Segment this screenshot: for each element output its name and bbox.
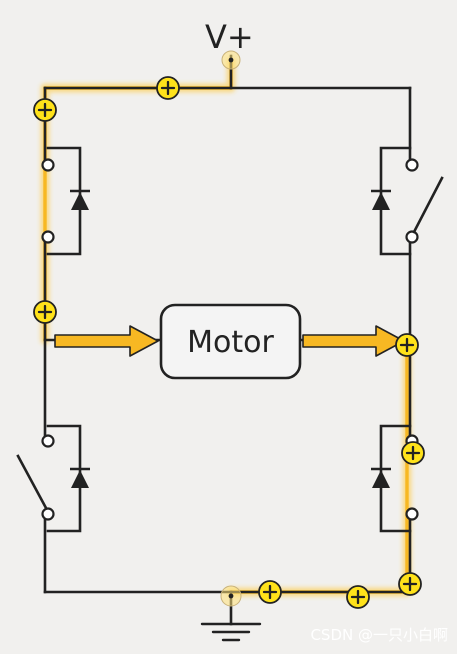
switch-terminal (405, 158, 419, 172)
diode-triangle (71, 470, 89, 488)
diode-top-left (70, 189, 90, 210)
supply-node-dot (228, 57, 234, 63)
motor-box (159, 303, 302, 380)
current-path-left-top-core (43, 60, 233, 342)
ground-node-dot (228, 593, 234, 599)
charge-marker-plus-icon (33, 300, 57, 324)
switch-terminal (41, 434, 55, 448)
switch-terminal (405, 230, 419, 244)
switch-terminal (41, 507, 55, 521)
motor: Motor (159, 303, 302, 380)
charge-markers (33, 76, 425, 609)
ground-symbol-icon (200, 622, 262, 642)
diode-triangle (71, 192, 89, 210)
supply-label: V+ (205, 18, 254, 56)
open-switch-blade (412, 176, 444, 234)
switch-terminal (41, 158, 55, 172)
diode-triangle (372, 192, 390, 210)
diode-triangle (372, 470, 390, 488)
current-arrow-right (302, 325, 405, 357)
switch-bottom-right-closed (371, 424, 419, 533)
motor-label: Motor (187, 325, 274, 360)
charge-marker-plus-icon (395, 333, 419, 357)
current-path-left-top (40, 57, 236, 345)
charge-marker-plus-icon (401, 441, 425, 465)
switch-top-right-open (371, 146, 444, 256)
charge-marker-plus-icon (258, 580, 282, 604)
charge-marker-plus-icon (33, 98, 57, 122)
diode-top-right (371, 189, 391, 210)
switch-top-left-closed (41, 146, 90, 256)
charge-marker-plus-icon (398, 572, 422, 596)
current-arrow-left (54, 325, 159, 357)
diode-bottom-left (70, 467, 90, 488)
open-switch-blade (16, 454, 48, 510)
watermark-text: CSDN @一只小白啊 (310, 626, 448, 644)
charge-marker-plus-icon (156, 76, 180, 100)
switch-terminal (41, 230, 55, 244)
switch-bottom-left-open (16, 424, 90, 533)
charge-marker-plus-icon (346, 585, 370, 609)
diode-bottom-right (371, 467, 391, 488)
switch-terminal (405, 507, 419, 521)
